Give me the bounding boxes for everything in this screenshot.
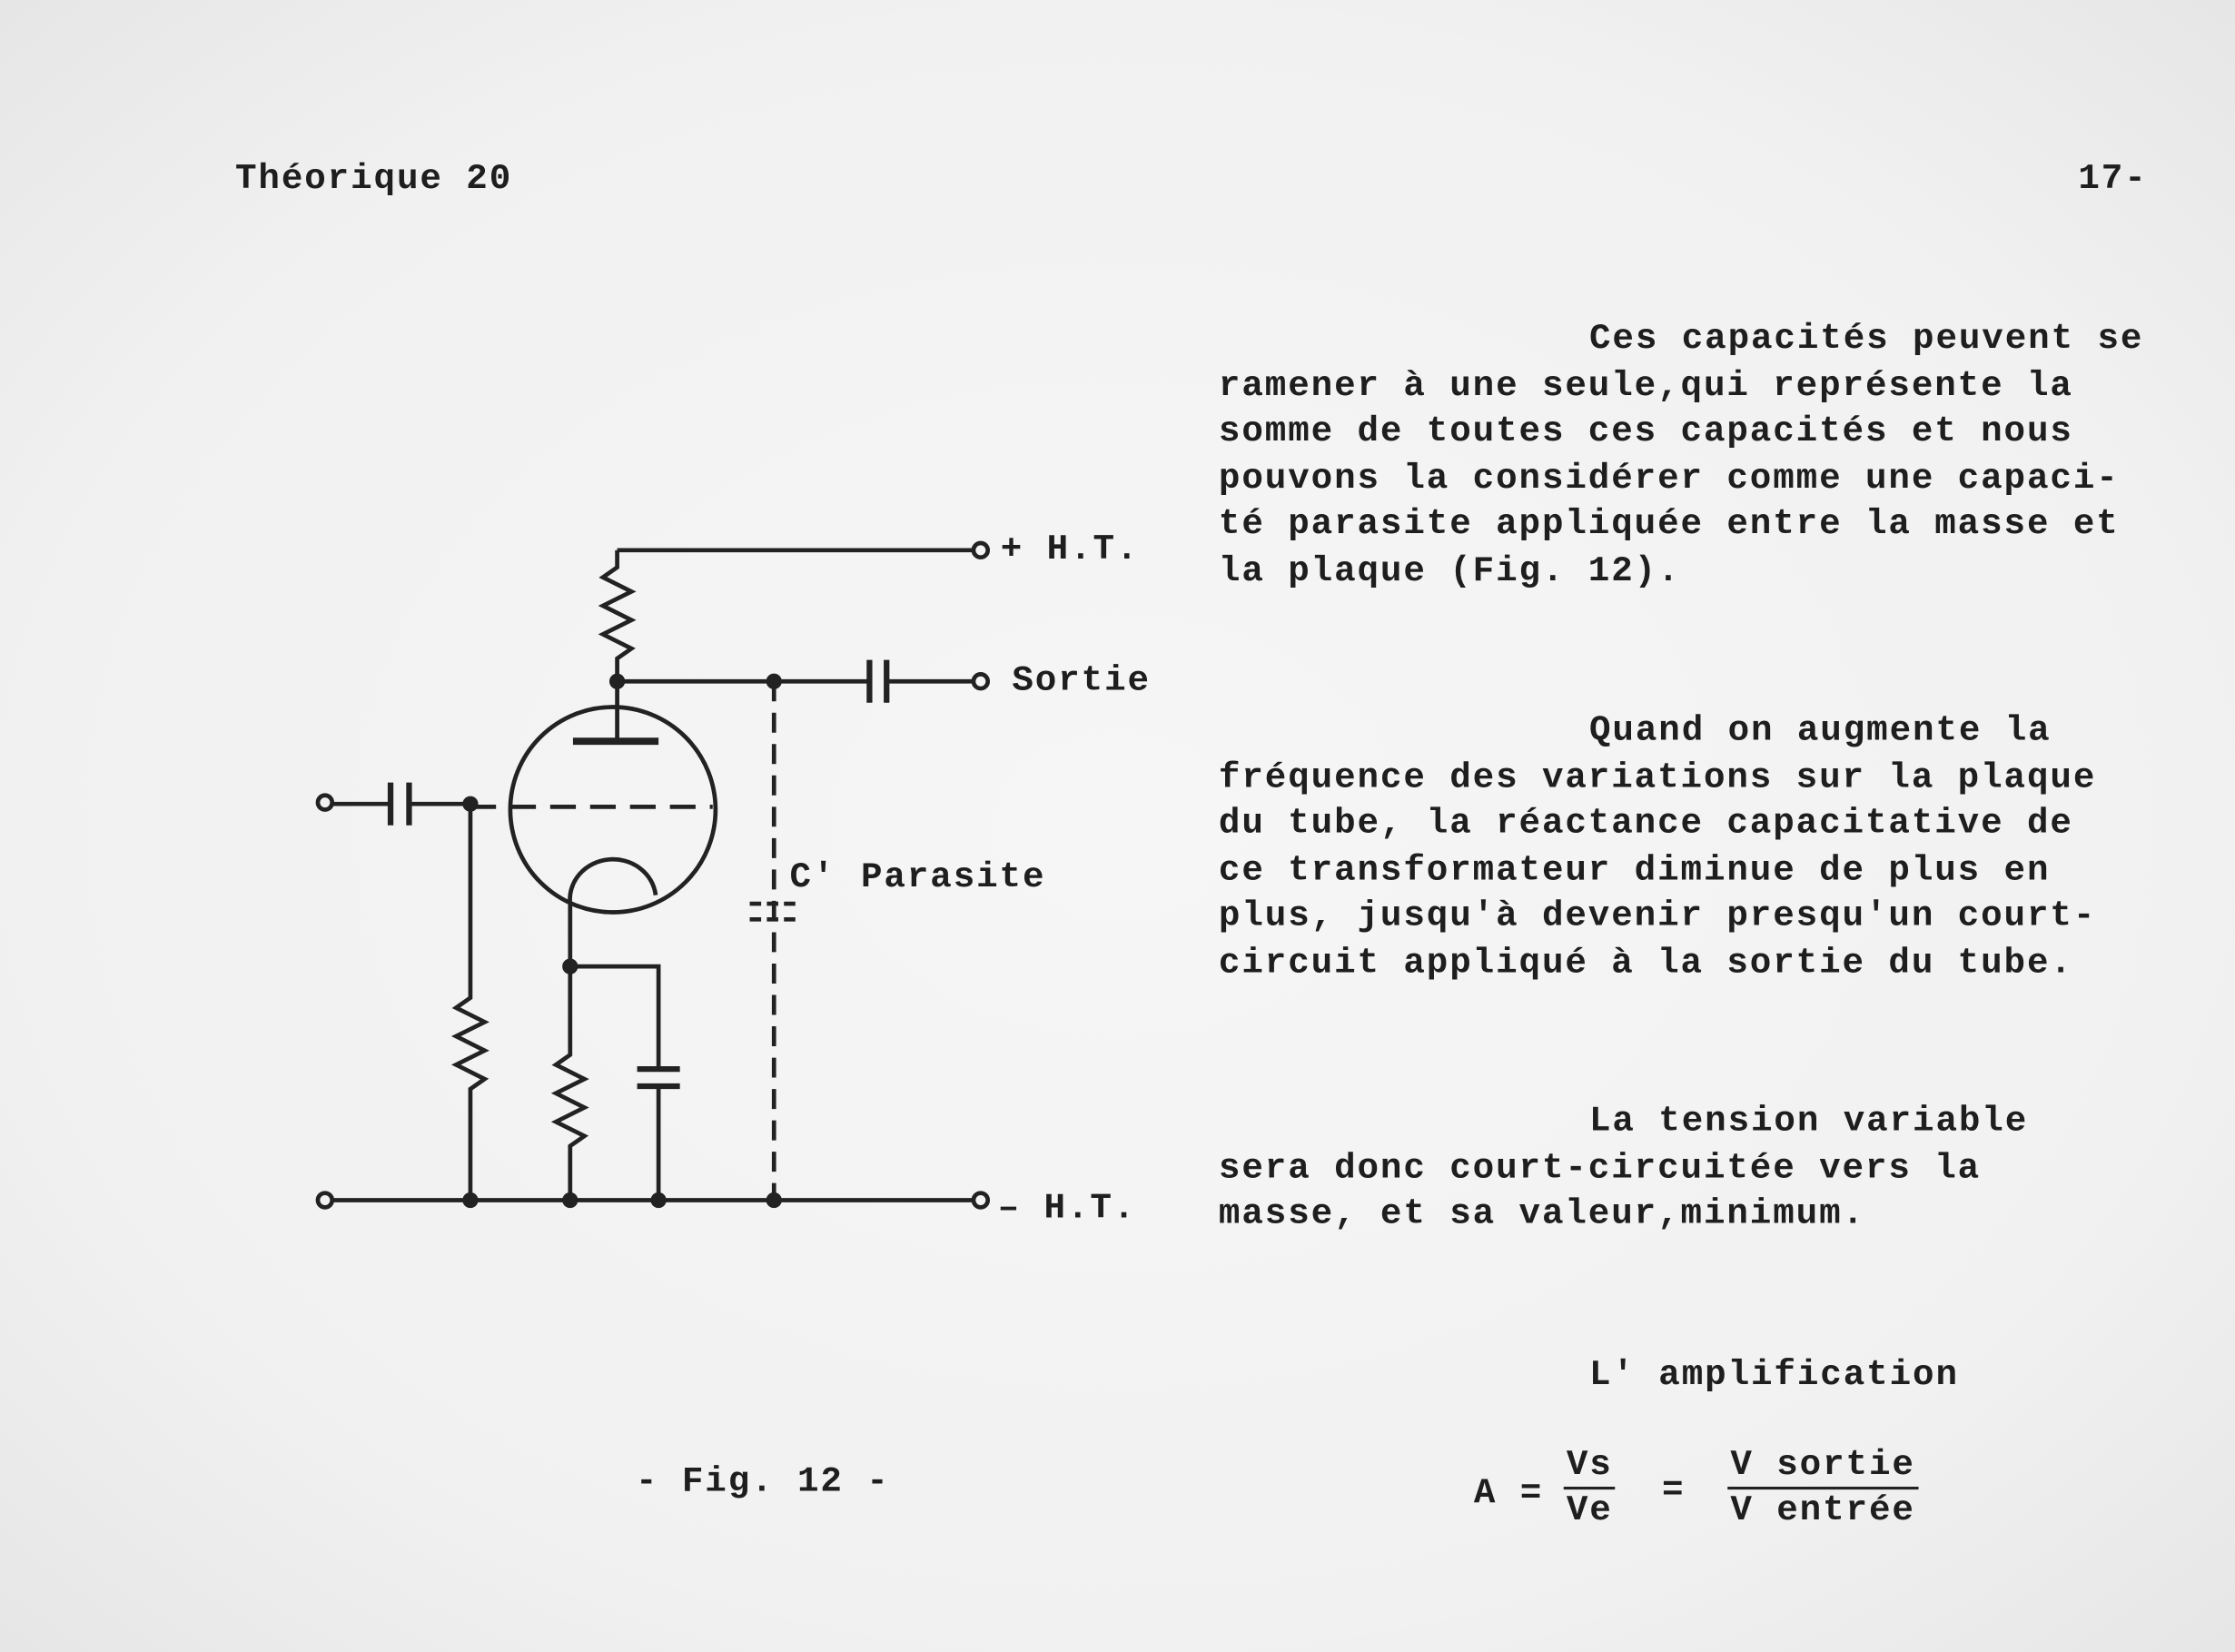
fraction-numerator: V sortie — [1727, 1444, 1918, 1490]
fraction-numerator: Vs — [1563, 1444, 1616, 1490]
paragraph-3: La tension variable sera donc court-circ… — [1219, 1099, 2028, 1238]
input-terminal — [315, 793, 335, 812]
text-line: té parasite appliquée entre la masse et — [1218, 503, 2120, 546]
vacuum-tube-envelope — [508, 705, 718, 915]
label-minus-ht: – H.T. — [997, 1187, 1137, 1229]
formula-lhs: A = — [1473, 1472, 1544, 1514]
label-sortie: Sortie — [1012, 659, 1151, 702]
text-line: Ces capacités peuvent se — [1588, 317, 2144, 360]
formula-fraction-sortie-entree: V sortie V entrée — [1727, 1444, 1918, 1532]
label-plus-ht: + H.T. — [1000, 529, 1140, 570]
text-line: circuit appliqué à la sortie du tube. — [1218, 942, 2073, 984]
tube-cathode — [568, 856, 658, 905]
fraction-denominator: Ve — [1566, 1489, 1613, 1531]
figure-caption: - Fig. 12 - — [635, 1460, 890, 1503]
paragraph-2: Quand on augmente la fréquence des varia… — [1219, 708, 2096, 987]
paragraph-4: L' amplification — [1219, 1352, 1959, 1399]
page-header-title: Théorique 20 — [234, 158, 513, 200]
formula-fraction-vs-ve: Vs Ve — [1563, 1444, 1616, 1532]
junction-dot — [650, 1192, 667, 1209]
plate-resistor — [598, 549, 637, 739]
text-line: plus, jusqu'à devenir presqu'un court- — [1218, 895, 2097, 937]
sortie-terminal — [971, 672, 991, 691]
text-line: du tube, la réactance capacitative de — [1218, 802, 2073, 845]
text-line: masse, et sa valeur,minimum. — [1218, 1192, 1865, 1235]
label-parasite: Parasite — [860, 856, 1046, 898]
text-line: L' amplification — [1588, 1354, 1959, 1396]
label-c-prime: C' — [789, 856, 836, 898]
text-line: pouvons la considérer comme une capaci- — [1218, 457, 2120, 499]
junction-dot — [562, 1192, 579, 1209]
text-line: la plaque (Fig. 12). — [1218, 549, 1681, 592]
minus-ht-terminal — [971, 1191, 991, 1210]
text-line: ramener à une seule,qui représente la — [1218, 364, 2073, 406]
plus-ht-terminal — [971, 540, 991, 560]
junction-dot — [462, 1192, 479, 1209]
text-line: sera donc court-circuitée vers la — [1218, 1146, 1982, 1189]
text-line: ce transformateur diminue de plus en — [1218, 849, 2051, 891]
cathode-resistor — [550, 966, 589, 1201]
page-number: 17- — [2078, 158, 2148, 200]
text-line: fréquence des variations sur la plaque — [1218, 756, 2097, 798]
junction-dot — [608, 673, 626, 689]
formula-equals: = — [1662, 1469, 1686, 1511]
text-line: somme de toutes ces capacités et nous — [1218, 411, 2073, 452]
grid-resistor — [450, 804, 490, 1201]
text-line: Quand on augmente la — [1588, 709, 2052, 752]
text-line: La tension variable — [1588, 1100, 2029, 1143]
input-ground-terminal — [315, 1191, 335, 1210]
paragraph-1: Ces capacités peuvent se ramener à une s… — [1219, 316, 2143, 595]
fraction-denominator: V entrée — [1730, 1489, 1915, 1531]
junction-dot — [766, 1192, 782, 1209]
